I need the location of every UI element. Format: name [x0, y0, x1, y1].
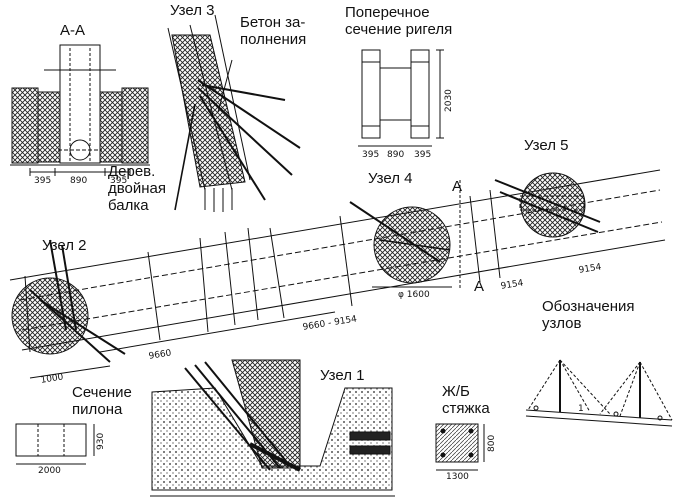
dim-aa-mid: 890: [70, 176, 88, 186]
node3-title: Узел 3: [170, 2, 215, 19]
concrete-fill-label: Бетон за- полнения: [240, 14, 307, 48]
dim-aa-left: 395: [34, 176, 52, 186]
node4-title: Узел 4: [368, 170, 413, 187]
wood-double-beam-label: Дерев. двойная балка: [108, 163, 167, 214]
dim-legend-node: 1: [578, 404, 584, 414]
node3-drawing: [167, 14, 301, 212]
section-aa-title: А-А: [60, 22, 86, 39]
node1-drawing: [150, 359, 395, 497]
pylon-section-drawing: [15, 423, 95, 465]
section-mark-a-bottom: А: [474, 278, 485, 295]
girder-section-title: Поперечное сечение ригеля: [345, 4, 453, 38]
dim-girder-mid: 890: [387, 150, 405, 160]
dim-aa-right: 395: [110, 176, 128, 186]
node4-drawing: [349, 180, 461, 290]
dim-girder-right: 395: [414, 150, 432, 160]
dim-girder-left: 395: [362, 150, 380, 160]
node2-title: Узел 2: [42, 237, 87, 254]
girder-section-drawing: [358, 49, 444, 147]
node5-title: Узел 5: [524, 137, 569, 154]
node-legend-drawing: [525, 359, 673, 427]
dim-tie-width: 1300: [446, 472, 469, 482]
dim-girder-height: 2030: [444, 89, 454, 112]
rc-tie-title: Ж/Б стяжка: [442, 383, 490, 417]
dim-diameter: φ 1600: [398, 290, 430, 300]
rc-tie-section-drawing: [435, 423, 485, 471]
node5-drawing: [494, 172, 601, 238]
dim-tie-height: 800: [487, 434, 497, 452]
section-aa-drawing: [10, 44, 150, 176]
section-mark-a-top: А: [452, 178, 463, 195]
node-legend-title: Обозначения узлов: [542, 298, 635, 332]
node2-drawing: [11, 239, 126, 363]
dim-pylon-height: 930: [96, 432, 106, 450]
dim-pylon-width: 2000: [38, 466, 61, 476]
node1-title: Узел 1: [320, 367, 365, 384]
pylon-section-title: Сечение пилона: [72, 384, 132, 418]
